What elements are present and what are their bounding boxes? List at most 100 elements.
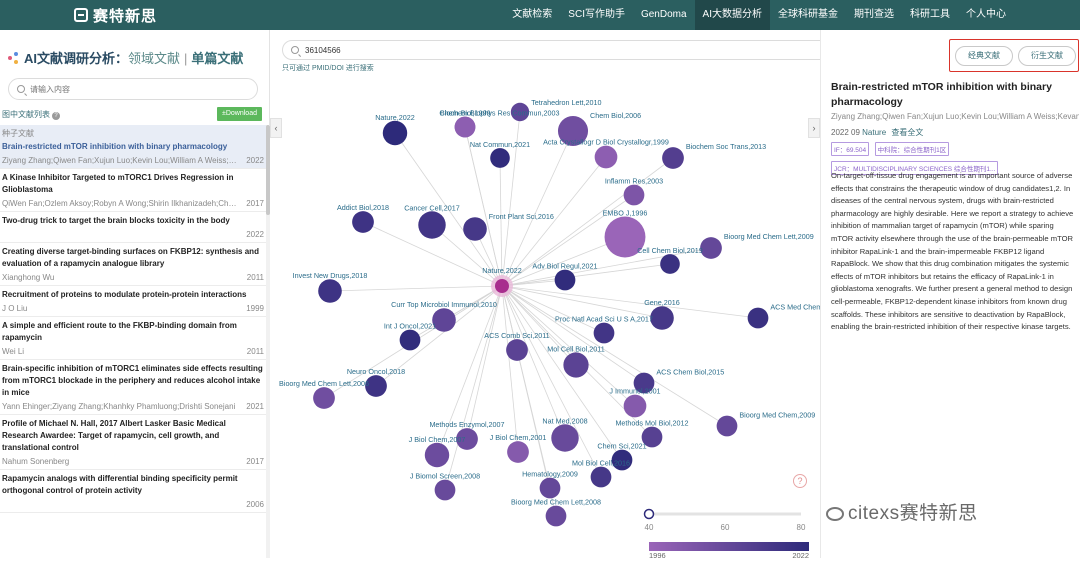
network-node[interactable]	[456, 428, 478, 450]
network-node[interactable]	[545, 505, 567, 527]
classic-literature-button[interactable]: 经典文献	[955, 46, 1013, 66]
paper-item-title[interactable]: Brain-restricted mTOR inhibition with bi…	[2, 142, 228, 151]
list-label: 图中文献列表?	[2, 109, 60, 120]
network-node[interactable]	[551, 424, 579, 452]
network-node[interactable]	[716, 415, 738, 437]
citation-edge	[444, 285, 503, 491]
network-node[interactable]	[432, 308, 456, 332]
paper-item-title[interactable]: Two-drug trick to target the brain block…	[2, 216, 230, 225]
network-node-label: Nat Commun,2021	[470, 140, 530, 149]
network-node[interactable]	[633, 372, 655, 394]
nav-item-funding[interactable]: 全球科研基金	[778, 9, 838, 20]
network-node[interactable]	[510, 102, 530, 122]
derived-literature-button[interactable]: 衍生文献	[1018, 46, 1076, 66]
logo[interactable]: 赛特新思	[74, 5, 157, 25]
paper-item-title[interactable]: A simple and efficient route to the FKBP…	[2, 321, 237, 342]
network-node-label: J Biol Chem,2001	[490, 433, 547, 442]
network-node[interactable]	[590, 466, 612, 488]
network-node[interactable]	[454, 116, 476, 138]
network-node[interactable]	[604, 216, 646, 258]
paper-item-title[interactable]: Recruitment of proteins to modulate prot…	[2, 290, 247, 299]
network-node[interactable]	[318, 279, 342, 303]
download-button[interactable]: ±Download	[217, 107, 262, 121]
list-item[interactable]: Rapamycin analogs with differential bind…	[0, 470, 266, 513]
nav-item-personal[interactable]: 个人中心	[966, 9, 1006, 20]
page-title: AI文献调研分析：领域文献|单篇文献	[8, 48, 243, 67]
network-node[interactable]	[507, 441, 529, 463]
network-node[interactable]	[365, 375, 387, 397]
tab-field-literature[interactable]: 领域文献	[128, 51, 181, 66]
list-scrollbar-thumb[interactable]	[266, 125, 270, 215]
network-node[interactable]	[313, 387, 335, 409]
slider-handle	[643, 508, 655, 520]
logo-text: 赛特新思	[93, 7, 158, 25]
network-node[interactable]	[641, 426, 663, 448]
network-node[interactable]	[660, 254, 680, 274]
collapse-left-button[interactable]: ‹	[270, 118, 282, 138]
list-item[interactable]: Profile of Michael N. Hall, 2017 Albert …	[0, 415, 266, 470]
nav-item-ai-analysis[interactable]: AI大数据分析	[694, 0, 770, 30]
network-node[interactable]	[650, 306, 674, 330]
paper-item-title[interactable]: A Kinase Inhibitor Targeted to mTORC1 Dr…	[2, 173, 234, 194]
network-node[interactable]	[563, 352, 589, 378]
network-node-label: Nat Med,2008	[542, 416, 587, 425]
list-item[interactable]: Two-drug trick to target the brain block…	[0, 212, 266, 243]
nav-item-tools[interactable]: 科研工具	[910, 9, 950, 20]
paper-item-year: 2021	[246, 402, 264, 411]
network-node[interactable]	[539, 477, 561, 499]
list-item[interactable]: Brain-specific inhibition of mTORC1 elim…	[0, 360, 266, 415]
nav-item-gendoma[interactable]: GenDoma	[640, 9, 687, 20]
citation-filter-slider[interactable]: 40 60 80	[643, 508, 806, 533]
list-item[interactable]: Creating diverse target-binding surfaces…	[0, 243, 266, 286]
citation-edge	[394, 132, 503, 287]
network-node[interactable]	[593, 322, 615, 344]
left-search-input[interactable]	[30, 84, 230, 94]
network-node[interactable]	[434, 479, 456, 501]
network-node[interactable]	[623, 184, 645, 206]
network-node[interactable]	[352, 211, 374, 233]
network-node[interactable]	[463, 217, 487, 241]
citation-network-graph[interactable]: Biochem Biophys Res Commun,2003Tetrahedr…	[270, 75, 854, 560]
help-icon[interactable]: ?	[52, 112, 60, 120]
network-node[interactable]	[611, 449, 633, 471]
paper-item-title[interactable]: Brain-specific inhibition of mTORC1 elim…	[2, 364, 263, 397]
nav-item-sci-writing[interactable]: SCI写作助手	[568, 9, 625, 20]
network-node-label: Bioorg Med Chem,2009	[739, 411, 815, 420]
network-node[interactable]	[490, 148, 510, 168]
tab-single-literature[interactable]: 单篇文献	[191, 51, 244, 66]
list-scrollbar[interactable]	[266, 125, 270, 558]
paper-authors: Ziyang Zhang;Qiwen Fan;Xujun Luo;Kevin L…	[831, 112, 1079, 121]
help-icon[interactable]: ?	[793, 474, 807, 488]
citation-edge	[499, 157, 503, 287]
list-item[interactable]: Recruitment of proteins to modulate prot…	[0, 286, 266, 317]
list-item[interactable]: A Kinase Inhibitor Targeted to mTORC1 Dr…	[0, 169, 266, 212]
paper-item-title[interactable]: Creating diverse target-binding surfaces…	[2, 247, 259, 268]
paper-item-year: 2006	[246, 500, 264, 509]
network-node[interactable]	[662, 147, 684, 169]
paper-item-title[interactable]: Profile of Michael N. Hall, 2017 Albert …	[2, 419, 226, 452]
network-node[interactable]	[382, 120, 408, 146]
network-node[interactable]	[399, 329, 421, 351]
network-node[interactable]	[623, 394, 647, 418]
network-node[interactable]	[506, 339, 528, 361]
center-paper-node[interactable]	[495, 279, 509, 293]
citation-edge	[501, 285, 759, 319]
pmid-search-input[interactable]	[305, 45, 805, 55]
network-node[interactable]	[424, 442, 450, 468]
nav-item-journal[interactable]: 期刊查选	[854, 9, 894, 20]
network-node[interactable]	[557, 115, 589, 147]
network-node[interactable]	[418, 211, 446, 239]
network-node[interactable]	[554, 269, 576, 291]
paper-item-title[interactable]: Rapamycin analogs with differential bind…	[2, 474, 238, 495]
paper-journal[interactable]: Nature	[862, 128, 887, 137]
nav-item-literature-search[interactable]: 文献检索	[512, 9, 553, 20]
network-node[interactable]	[594, 145, 618, 169]
network-node[interactable]	[700, 237, 722, 259]
collapse-right-button[interactable]: ›	[808, 118, 820, 138]
list-item[interactable]: A simple and efficient route to the FKBP…	[0, 317, 266, 360]
view-fulltext-link[interactable]: 查看全文	[891, 128, 924, 137]
network-node[interactable]	[747, 307, 769, 329]
citation-edge	[464, 126, 503, 287]
citation-edge	[501, 247, 712, 287]
